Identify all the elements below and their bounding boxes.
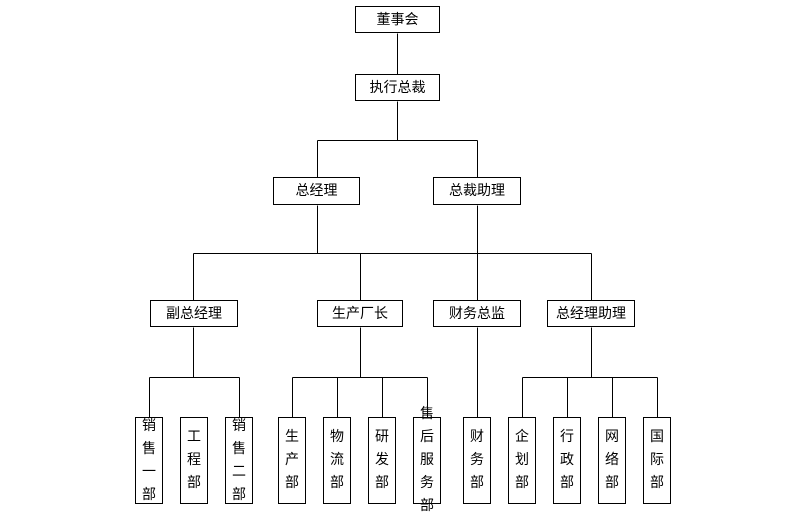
org-node-gm: 总经理: [273, 177, 360, 205]
org-node-gm-assistant: 总经理助理: [547, 300, 635, 327]
org-node-after-sales: 售后服务部: [413, 406, 441, 514]
org-node-label: 总经理: [295, 183, 338, 199]
org-node-label: 副总经理: [166, 305, 222, 322]
org-node-label: 董事会: [376, 11, 419, 28]
org-node-label: 生产部: [284, 429, 299, 491]
org-node-network: 网络部: [598, 417, 626, 504]
org-node-production: 生产部: [278, 417, 306, 504]
org-node-label: 执行总裁: [369, 79, 426, 96]
org-node-plant-manager: 生产厂长: [317, 300, 403, 327]
org-node-label: 生产厂长: [332, 305, 388, 322]
org-node-finance: 财务部: [463, 417, 491, 504]
org-node-planning: 企划部: [508, 417, 536, 504]
org-node-ceo-assistant: 总裁助理: [433, 177, 521, 205]
org-node-international: 国际部: [643, 417, 671, 504]
org-node-logistics: 物流部: [323, 417, 351, 504]
org-node-engineering: 工程部: [180, 417, 208, 504]
org-node-board: 董事会: [355, 6, 440, 33]
org-node-finance-director: 财务总监: [433, 300, 521, 327]
org-node-label: 研发部: [374, 429, 389, 491]
org-node-label: 总裁助理: [449, 183, 505, 199]
org-node-sales-1: 销售一部: [135, 417, 163, 504]
org-node-label: 企划部: [514, 429, 529, 491]
org-node-label: 销售二部: [231, 417, 246, 503]
org-node-rnd: 研发部: [368, 417, 396, 504]
org-node-label: 总经理助理: [556, 305, 626, 322]
org-node-deputy-gm: 副总经理: [150, 300, 238, 327]
org-node-label: 销售一部: [141, 417, 156, 503]
org-node-label: 物流部: [329, 429, 344, 491]
org-node-label: 售后服务部: [419, 406, 434, 514]
org-node-label: 网络部: [604, 429, 619, 491]
org-node-label: 国际部: [649, 429, 664, 491]
org-node-ceo: 执行总裁: [355, 74, 440, 101]
org-node-administration: 行政部: [553, 417, 581, 504]
org-node-label: 财务部: [469, 429, 484, 491]
org-node-label: 行政部: [559, 429, 574, 491]
org-node-label: 工程部: [186, 429, 201, 491]
org-node-sales-2: 销售二部: [225, 417, 253, 504]
org-node-label: 财务总监: [449, 305, 505, 322]
